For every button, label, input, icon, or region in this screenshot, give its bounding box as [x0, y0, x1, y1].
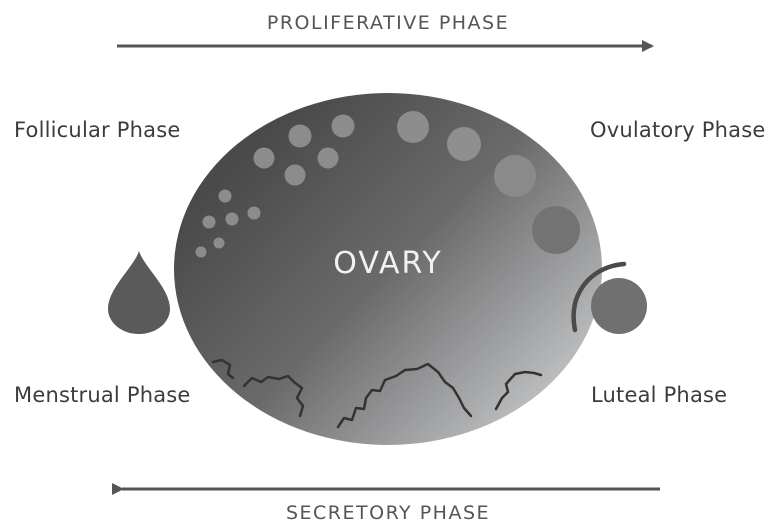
- follicle: [195, 246, 207, 258]
- follicle-large: [397, 111, 429, 143]
- follicle: [331, 114, 355, 138]
- luteal-phase-label: Luteal Phase: [591, 383, 728, 407]
- ovulatory-phase-label: Ovulatory Phase: [590, 118, 766, 142]
- follicle-group: [195, 114, 355, 258]
- follicular-phase-label: Follicular Phase: [14, 118, 181, 142]
- proliferative-phase-label: PROLIFERATIVE PHASE: [266, 12, 510, 34]
- ovary-label: OVARY: [333, 246, 443, 281]
- follicle: [218, 189, 232, 203]
- corpus-luteum-icon: [591, 278, 647, 334]
- follicle: [253, 147, 275, 169]
- follicle: [288, 124, 312, 148]
- secretory-phase-label: SECRETORY PHASE: [285, 502, 491, 524]
- follicle: [225, 212, 239, 226]
- follicle: [317, 147, 339, 169]
- ruptured-follicle-curve: [571, 261, 627, 333]
- blood-drop-icon: [108, 251, 170, 334]
- follicle: [284, 164, 306, 186]
- follicle: [213, 237, 225, 249]
- maturing-follicle-group: [397, 111, 580, 254]
- follicle-large: [447, 127, 481, 161]
- follicle-large: [532, 206, 580, 254]
- scar-lines: [211, 358, 543, 429]
- follicle-large: [494, 155, 536, 197]
- follicle: [202, 215, 216, 229]
- menstrual-phase-label: Menstrual Phase: [14, 383, 191, 407]
- follicle: [247, 206, 261, 220]
